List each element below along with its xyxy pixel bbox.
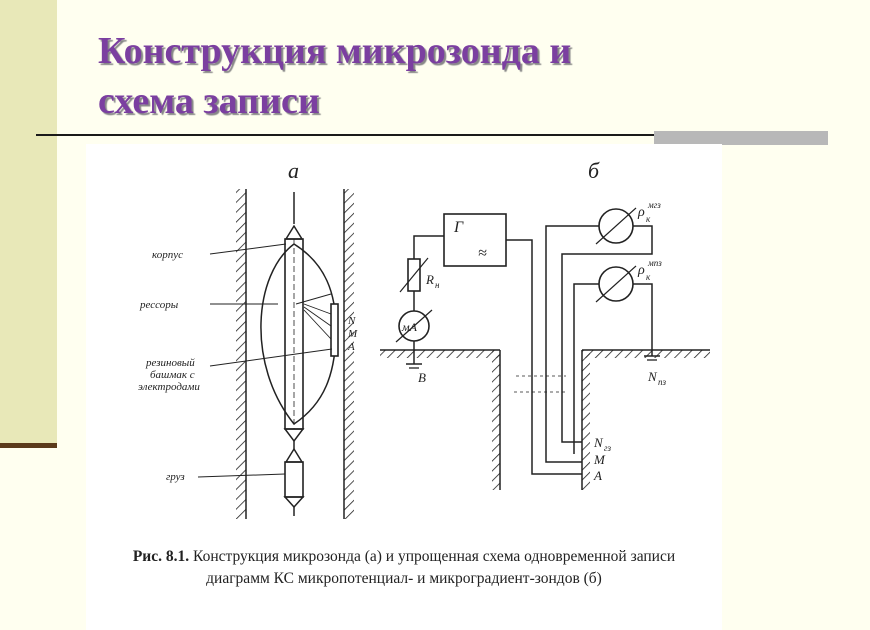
label-springs: рессоры [139, 299, 179, 311]
downhole-a-label: A [593, 468, 602, 483]
panel-a-label: а [288, 158, 299, 183]
borehole-b-wall-left [492, 350, 500, 490]
ammeter-label: мА [401, 320, 418, 334]
decorative-left-bar [0, 0, 57, 447]
downhole-n-sub: гз [604, 443, 612, 453]
borehole-wall-right [344, 189, 354, 519]
resistor-label: R [425, 272, 434, 287]
slide-title: Конструкция микрозонда и схема записи [98, 26, 718, 126]
caption-text-line2: диаграмм КС микропотенциал- и микрогради… [206, 570, 602, 587]
label-body: корпус [152, 249, 183, 261]
caption-figure-number: Рис. 8.1. [132, 548, 190, 565]
wire-electrode-a [506, 239, 582, 475]
label-pad-line2: башмак с [150, 369, 195, 381]
label-electrode-m: M [347, 328, 358, 340]
borehole-b-wall-right [582, 350, 590, 490]
generator-symbol: ≈ [478, 245, 487, 262]
weight [284, 461, 304, 498]
label-electrode-a: A [347, 341, 355, 353]
meter2-rho-sup: мпз [647, 258, 662, 268]
meter2-rho: ρ [637, 263, 645, 278]
label-electrode-n: N [347, 315, 356, 327]
generator [443, 213, 507, 267]
meter1-rho: ρ [637, 205, 645, 220]
resistor-sub: н [435, 280, 440, 290]
ground-label: В [418, 370, 426, 385]
wire-electrode-n [561, 225, 653, 443]
meter2-rho-sub: к [646, 272, 651, 282]
figure-drawing: а корпус рессоры резиновый башмак с элек… [138, 158, 710, 519]
figure-caption: Рис. 8.1. Конструкция микрозонда (а) и у… [86, 546, 722, 590]
downhole-m-label: M [593, 452, 606, 467]
wire-electrode-m [545, 225, 599, 463]
wire-surface-electrode [633, 283, 653, 356]
title-line-2: схема записи [98, 80, 320, 122]
label-pad-line1: резиновый [145, 357, 195, 369]
panel-b-drawing: б Г ≈ R н [380, 158, 710, 490]
title-line-1: Конструкция микрозонда и [98, 30, 572, 72]
panel-b-label: б [588, 158, 600, 183]
borehole-wall-left [236, 189, 246, 519]
spring-right [293, 243, 337, 425]
downhole-n-label: N [593, 435, 604, 450]
rubber-pad [330, 303, 339, 357]
meter1-rho-sub: к [646, 214, 651, 224]
generator-label: Г [453, 219, 464, 236]
ground-surface-right [582, 350, 710, 358]
surface-n-label: N [647, 369, 658, 384]
meter1-rho-sup: мгз [647, 200, 661, 210]
divider-accent [654, 131, 828, 145]
title-divider [36, 134, 826, 136]
figure-microprobe: а корпус рессоры резиновый башмак с элек… [86, 144, 722, 630]
surface-n-sub: пз [658, 377, 667, 387]
ground-surface-left [380, 350, 500, 358]
label-weight: груз [166, 471, 185, 483]
caption-text-line1: Конструкция микрозонда (а) и упрощенная … [189, 548, 676, 565]
spring-left [260, 243, 295, 425]
left-bar-underline [0, 443, 57, 448]
panel-a-drawing: а корпус рессоры резиновый башмак с элек… [138, 158, 358, 519]
label-pad-line3: электродами [138, 381, 200, 393]
